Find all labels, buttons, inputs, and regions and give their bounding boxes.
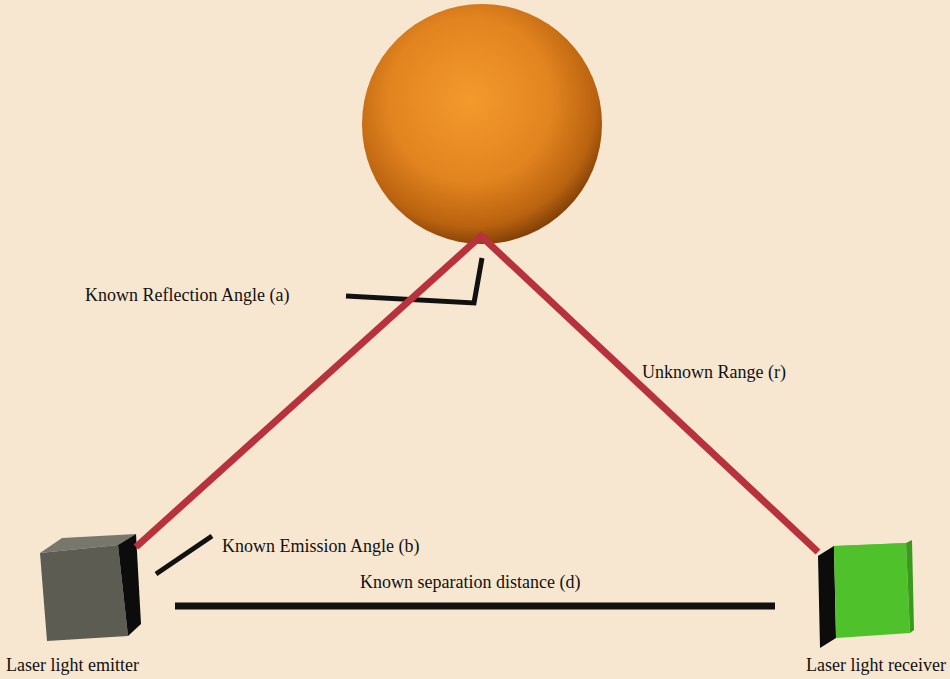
device-label: Laser light receiver xyxy=(806,655,946,676)
device-box: Laser light emitter xyxy=(6,530,186,676)
target-sphere xyxy=(362,4,602,244)
annotation-label: Known Emission Angle (b) xyxy=(222,536,420,557)
annotation-label: Unknown Range (r) xyxy=(642,362,786,383)
laser-beam xyxy=(136,236,818,552)
annotation-label: Known separation distance (d) xyxy=(360,572,580,593)
device-box: Laser light receiver xyxy=(760,536,946,676)
device-label: Laser light emitter xyxy=(6,655,139,676)
receiver-cube xyxy=(818,540,914,648)
annotation-label: Known Reflection Angle (a) xyxy=(85,285,289,306)
emitter-cube xyxy=(40,534,141,641)
leader-line xyxy=(156,536,212,574)
separation-dimension xyxy=(175,603,775,610)
